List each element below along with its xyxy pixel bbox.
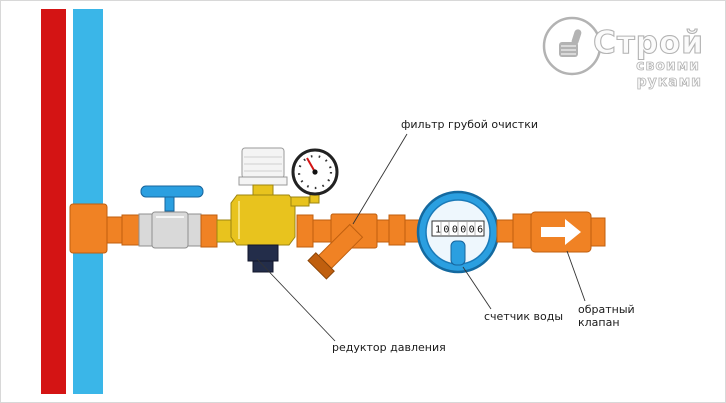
reducer-drain (252, 260, 274, 273)
thumbs-up-thumb (571, 29, 582, 45)
reducer-leader-line (256, 258, 336, 342)
valve-stem (164, 196, 175, 212)
reducer-lower-bell (247, 244, 279, 262)
reducer-adjuster-cap (241, 147, 285, 179)
union-nut (512, 213, 532, 249)
gauge-ticks (297, 154, 333, 190)
logo-subtitle-2: руками (637, 74, 702, 90)
meter-label: счетчик воды (484, 310, 563, 323)
pressure-reducer (230, 147, 296, 273)
hot-water-riser-pipe (41, 9, 66, 394)
filter-sump-cap (307, 252, 335, 280)
pipe-segment (312, 219, 332, 243)
union-nut (200, 214, 218, 248)
reducer-label: редуктор давления (332, 341, 446, 354)
tee-fitting (69, 203, 123, 254)
tee-body (69, 203, 108, 254)
tee-outlet (106, 216, 123, 244)
cold-water-riser-pipe (73, 9, 103, 394)
pressure-gauge (290, 148, 339, 207)
thumbs-up-fingers (561, 45, 576, 55)
valve-left-nut (138, 213, 153, 247)
watermark-logo: Строй своими руками (542, 16, 704, 90)
water-meter: 100006 (416, 190, 500, 274)
gauge-hub (312, 169, 318, 175)
union-nut (121, 214, 140, 246)
valve-lever-handle (140, 185, 204, 198)
logo-title: Строй (593, 25, 704, 61)
ball-valve (138, 185, 204, 249)
reducer-cap-flange (238, 176, 288, 186)
reducer-hex-body (230, 194, 296, 246)
check-valve-outlet (590, 217, 606, 247)
gauge-elbow (290, 196, 310, 207)
flow-arrow-icon (541, 219, 581, 245)
meter-reading: 100006 (435, 225, 486, 236)
pipe-segment (376, 219, 390, 243)
union-nut (388, 214, 406, 246)
filter-leader-line (352, 133, 408, 225)
meter-leader-line (462, 266, 492, 310)
filter-label: фильтр грубой очистки (401, 118, 538, 131)
logo-subtitle-1: своими (636, 58, 700, 74)
pipe-segment (496, 219, 514, 243)
filter-sump (307, 223, 364, 280)
logo-circle (542, 16, 602, 76)
valve-right-nut (187, 213, 202, 247)
check-valve-label-line2: клапан (578, 316, 620, 329)
reducer-neck (252, 184, 274, 197)
cap-ridges (244, 156, 282, 172)
gauge-needle (306, 157, 316, 173)
check-valve-leader-line (566, 250, 586, 302)
check-valve (530, 211, 606, 253)
digit-dividers (440, 221, 476, 236)
meter-pointer (450, 240, 466, 266)
union-nut (296, 214, 314, 248)
check-valve-label-line1: обратный (578, 303, 635, 316)
coarse-filter (307, 213, 378, 280)
